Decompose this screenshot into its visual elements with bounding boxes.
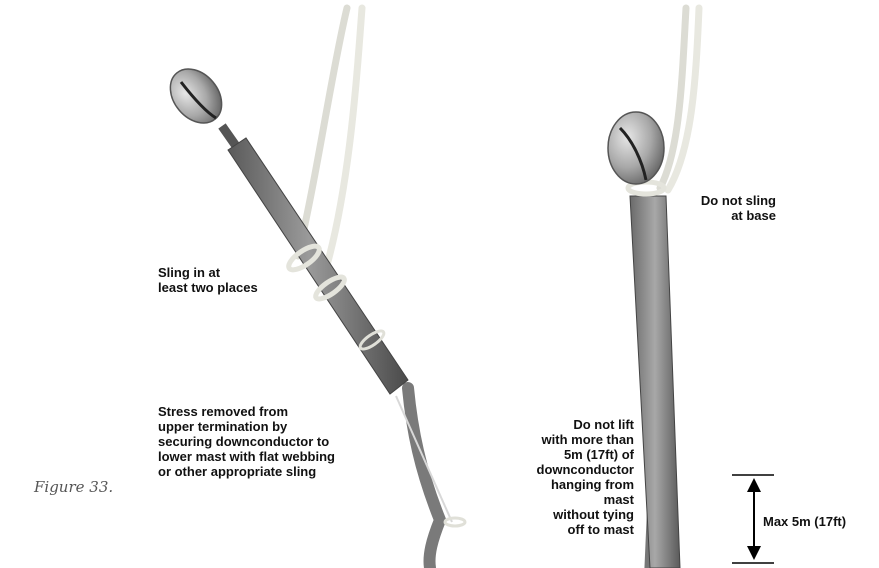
left-air-terminal [160, 59, 232, 133]
right-mast-body [630, 196, 680, 568]
left-downconductor [408, 388, 440, 568]
dimension-arrow-up [747, 478, 761, 492]
label-do-not-sling-base: Do not sling at base [676, 193, 776, 223]
label-stress-removed: Stress removed from upper termination by… [158, 404, 335, 479]
left-mast-stem [222, 126, 236, 146]
left-sling-rope-inner [322, 8, 362, 282]
left-webbing [396, 396, 452, 522]
dimension-arrow-down [747, 546, 761, 560]
figure-caption: Figure 33. [34, 478, 113, 496]
label-sling-two-places: Sling in at least two places [158, 265, 258, 295]
left-webbing-wrap-cable [445, 518, 465, 526]
dimension-label: Max 5m (17ft) [763, 514, 846, 529]
label-do-not-lift: Do not lift with more than 5m (17ft) of … [520, 417, 634, 537]
